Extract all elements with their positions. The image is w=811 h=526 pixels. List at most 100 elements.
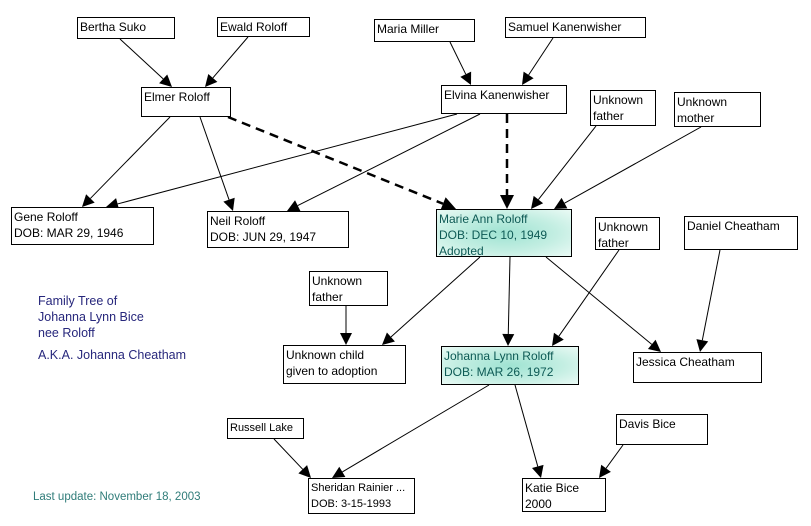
tree-title-line-3: nee Roloff <box>38 326 95 340</box>
node-label-line: DOB: 3-15-1993 <box>311 498 392 510</box>
edge-line <box>212 36 249 79</box>
edge-elvina-to-marie <box>500 114 514 209</box>
edge-line <box>119 38 164 80</box>
arrowhead-icon <box>502 333 515 346</box>
node-elvina-kanenwisher: Elvina Kanenwisher <box>441 85 567 114</box>
edge-davis-to-katie <box>599 444 624 478</box>
arrowhead-icon <box>159 74 172 87</box>
node-jessica-cheatham: Jessica Cheatham <box>633 352 762 383</box>
node-label-line: Bertha Suko <box>80 20 147 34</box>
edge-marie-to-unk_child <box>382 256 481 345</box>
arrowhead-icon <box>223 197 235 211</box>
node-daniel-cheatham: Daniel Cheatham <box>684 216 798 250</box>
node-unknown-father-1: Unknown father <box>590 90 656 126</box>
node-label-line: Sheridan Rainier ... <box>311 482 406 494</box>
edge-elvina-to-neil <box>287 113 481 211</box>
edge-elmer-to-marie <box>227 115 456 211</box>
edge-line <box>701 249 721 341</box>
node-elmer-roloff: Elmer Roloff <box>141 87 231 117</box>
node-label-line: DOB: DEC 10, 1949 <box>439 228 548 242</box>
node-label-line: Daniel Cheatham <box>687 219 780 233</box>
node-label-line: Unknown <box>593 93 644 107</box>
arrowhead-icon <box>205 73 218 87</box>
node-label-line: father <box>598 236 629 250</box>
arrowhead-icon <box>522 71 534 85</box>
node-label-line: father <box>312 290 343 304</box>
edge-johanna-to-katie <box>514 384 544 478</box>
edge-line <box>390 256 481 338</box>
edge-elmer-to-gene <box>82 116 171 207</box>
edge-elvina-to-gene <box>106 113 458 210</box>
node-russell-lake: Russell Lake <box>227 418 304 439</box>
edge-marie-to-jessica <box>545 256 661 352</box>
arrowhead-icon <box>106 198 120 210</box>
node-label-line: father <box>593 109 624 123</box>
edge-line <box>117 113 458 205</box>
edge-line <box>342 384 490 473</box>
arrowhead-icon <box>82 194 95 207</box>
node-maria-miller: Maria Miller <box>374 19 475 42</box>
arrowhead-icon <box>298 465 311 478</box>
node-label-line: Johanna Lynn Roloff <box>444 349 554 363</box>
node-ewald-roloff: Ewald Roloff <box>217 17 310 37</box>
node-label-line: given to adoption <box>286 364 378 378</box>
node-label-line: Gene Roloff <box>14 210 78 224</box>
edge-line <box>273 438 304 470</box>
node-label-line: Elvina Kanenwisher <box>444 88 550 102</box>
edge-line <box>564 126 702 204</box>
node-sheridan-rainier: Sheridan Rainier ... DOB: 3-15-1993 <box>308 478 415 514</box>
node-label-line: Ewald Roloff <box>220 20 288 34</box>
edge-johanna-to-sheridan <box>332 384 490 478</box>
node-label-line: DOB: MAR 26, 1972 <box>444 365 554 379</box>
edge-line <box>449 41 467 75</box>
node-label-line: DOB: MAR 29, 1946 <box>14 226 124 240</box>
edge-russell-to-sheridan <box>273 438 311 478</box>
edge-daniel-to-jessica <box>696 249 721 352</box>
edge-unk_father2-to-johanna <box>552 249 620 346</box>
edge-line <box>297 113 481 207</box>
node-davis-bice: Davis Bice <box>616 414 708 445</box>
node-label-line: Katie Bice <box>525 481 580 495</box>
last-update-text: Last update: November 18, 2003 <box>33 491 201 503</box>
edge-unk_father3-to-unk_child <box>340 306 352 345</box>
arrowhead-icon <box>554 197 568 209</box>
arrowhead-icon <box>531 464 544 478</box>
tree-title-block: Family Tree of Johanna Lynn Bice nee Rol… <box>38 293 186 363</box>
node-label-line: Maria Miller <box>377 22 440 36</box>
node-label-line: Marie Ann Roloff <box>439 212 528 226</box>
arrowhead-icon <box>440 197 456 211</box>
arrowhead-icon <box>382 332 395 345</box>
edge-line <box>199 116 230 200</box>
edge-ewald-to-elmer <box>205 36 249 87</box>
node-label-line: Adopted <box>439 244 484 257</box>
node-label-line: Jessica Cheatham <box>636 355 735 369</box>
arrowhead-icon <box>552 332 564 346</box>
node-label-line: Neil Roloff <box>210 214 266 228</box>
node-bertha-suko: Bertha Suko <box>77 17 175 39</box>
edge-elmer-to-neil <box>199 116 235 211</box>
node-label-line: Samuel Kanenwisher <box>508 20 622 34</box>
arrowhead-icon <box>340 333 352 345</box>
arrowhead-icon <box>531 195 544 209</box>
edge-line <box>90 116 171 199</box>
edge-marie-to-johanna <box>502 256 515 346</box>
arrowhead-icon <box>696 339 709 352</box>
arrowhead-icon <box>599 464 611 478</box>
edge-bertha-to-elmer <box>119 38 172 87</box>
node-label-line: Davis Bice <box>619 417 676 431</box>
edge-line <box>528 37 554 76</box>
arrowhead-icon <box>287 200 301 211</box>
node-samuel-kanenwisher: Samuel Kanenwisher <box>505 17 646 38</box>
node-label-line: Russell Lake <box>230 422 293 434</box>
edge-maria-to-elvina <box>449 41 472 85</box>
node-label-line: DOB: JUN 29, 1947 <box>210 230 317 244</box>
